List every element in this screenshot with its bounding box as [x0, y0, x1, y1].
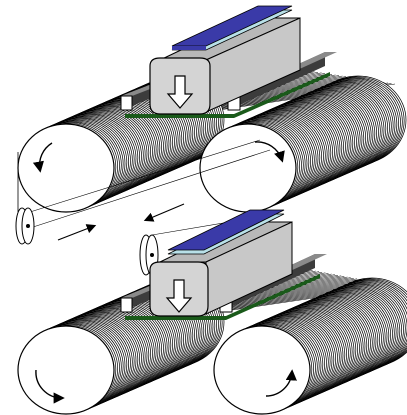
bottom-right-counterclockwise-icon — [265, 369, 297, 397]
top-film-line — [17, 139, 271, 229]
bottom-down-arrow-icon — [165, 279, 193, 313]
bottom-left-roller — [17, 277, 225, 415]
top-press-block — [149, 5, 301, 115]
bottom-press-block — [149, 209, 293, 317]
bottom-right-roller — [213, 277, 407, 415]
top-down-arrow-icon — [166, 75, 194, 109]
top-left-counterclockwise-icon — [32, 142, 53, 173]
film-direction-arrow-left — [143, 203, 185, 222]
film-direction-arrow-right — [57, 224, 97, 241]
top-spool-icon — [15, 207, 35, 245]
top-left-roller — [17, 75, 225, 213]
top-assembly — [15, 5, 407, 245]
top-right-roller — [199, 75, 407, 213]
top-right-clockwise-icon — [254, 141, 285, 163]
bottom-left-clockwise-icon — [35, 369, 65, 404]
bottom-assembly — [17, 209, 407, 415]
